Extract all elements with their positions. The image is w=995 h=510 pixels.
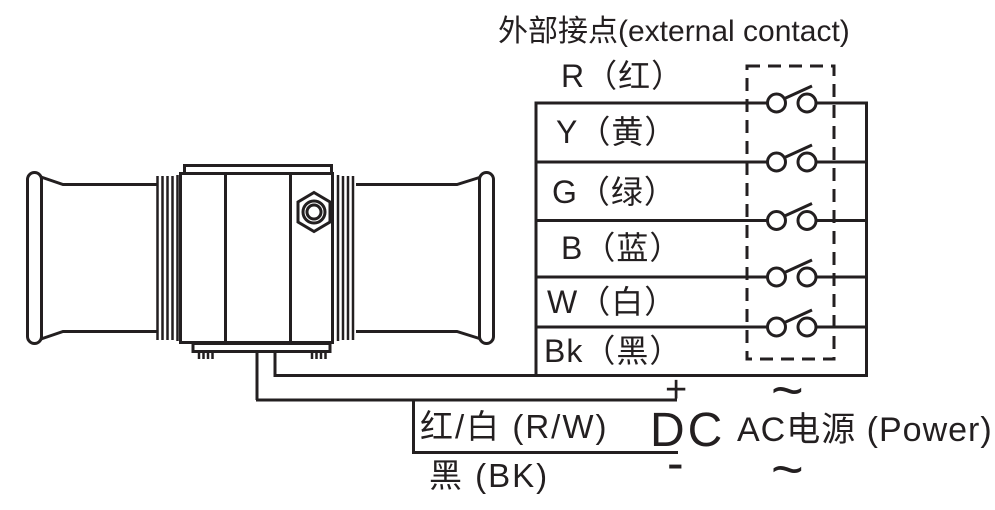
dc-label: DC <box>650 404 726 457</box>
dc-negative-wire-label: 黑 (BK) <box>429 457 550 494</box>
diagram-title: 外部接点(external contact) <box>498 15 850 48</box>
switch-contact-w <box>766 308 818 338</box>
ac-power-label: AC电源 (Power) <box>737 411 993 449</box>
switch-contact-b <box>766 258 818 288</box>
left-horn-cone-bottom <box>40 330 157 341</box>
ac-tilde-bottom-symbol: ~ <box>771 437 804 500</box>
switch-contact-r <box>766 84 818 114</box>
dc-negative-wire <box>412 400 678 454</box>
wire-label-blue: B（蓝） <box>561 230 683 266</box>
device-body <box>179 172 334 344</box>
terminal-table-grid <box>273 101 868 377</box>
switch-contact-g <box>766 202 818 231</box>
ac-tilde-top-symbol: ~ <box>771 358 804 421</box>
dc-plus-sign: + <box>665 369 688 411</box>
right-horn-rim <box>478 171 495 345</box>
horn-speaker-drawing <box>26 164 495 359</box>
external-contact-switches <box>766 84 818 338</box>
cable-gland-nut <box>296 190 332 234</box>
switch-contact-y <box>766 143 818 173</box>
wire-label-green: G（绿） <box>552 174 677 210</box>
dc-minus-sign: - <box>667 435 684 491</box>
external-contact-dashed-box <box>745 64 836 361</box>
right-horn-cone-bottom <box>356 330 482 341</box>
left-collar-ridges <box>156 175 179 341</box>
mounting-plate <box>191 342 332 353</box>
wire-label-yellow: Y（黄） <box>556 114 678 150</box>
wire-label-black: Bk（黑） <box>544 333 683 369</box>
right-collar-ridges <box>336 175 355 341</box>
mounting-feet <box>197 351 327 359</box>
left-horn-rim <box>26 171 43 345</box>
left-horn-cone-top <box>40 175 157 186</box>
wire-label-red: R（红） <box>561 58 685 94</box>
wiring-lines <box>255 351 678 454</box>
wire-label-white: W（白） <box>547 284 678 320</box>
device-top-plate <box>183 164 333 175</box>
right-horn-cone-top <box>356 175 482 186</box>
dc-positive-wire-label: 红/白 (R/W) <box>420 408 609 445</box>
